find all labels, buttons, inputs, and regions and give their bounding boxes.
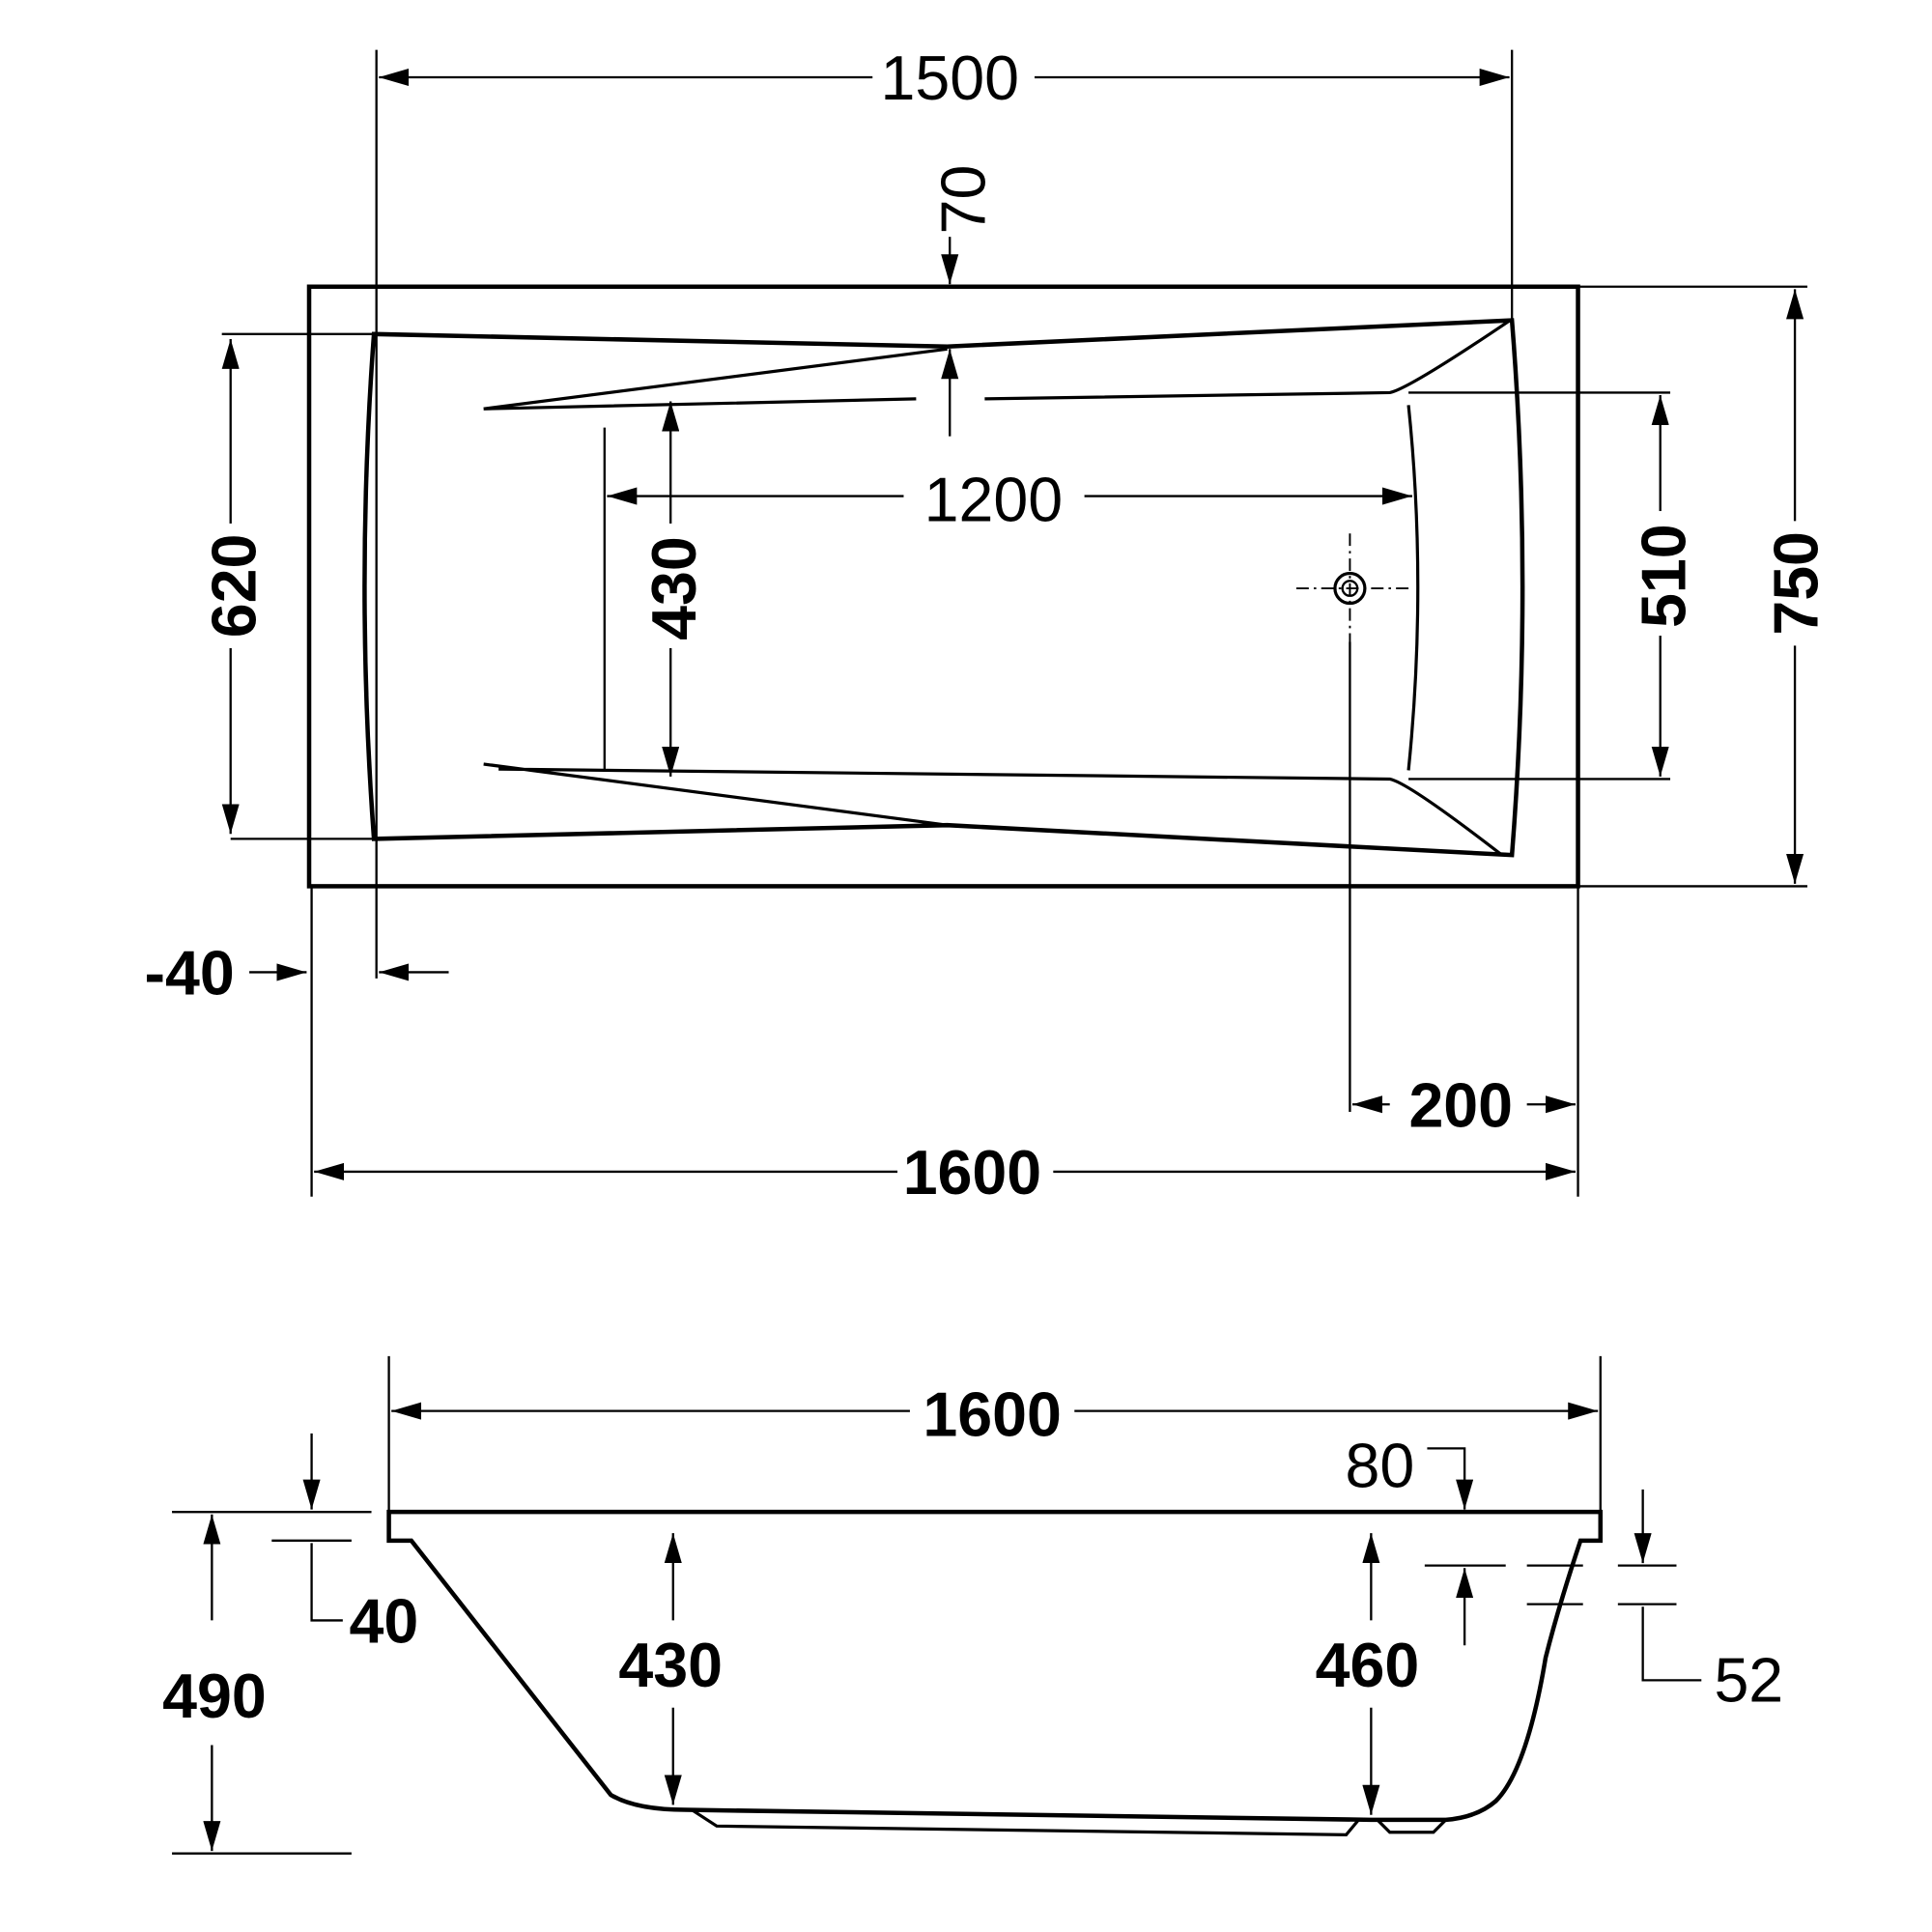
dim-460: 460: [1316, 1631, 1420, 1700]
dim-750: 750: [1761, 531, 1831, 636]
drain: [1295, 533, 1409, 642]
inner-rim-outline: [362, 318, 1525, 858]
dim-80: 80: [1346, 1431, 1415, 1500]
dim-1600-plan: 1600: [903, 1138, 1042, 1208]
basin-outline: [483, 320, 1510, 857]
dim-490: 490: [162, 1662, 267, 1731]
dim-430-plan: 430: [639, 536, 709, 640]
dim-510: 510: [1630, 524, 1699, 628]
side-view: 1600 490 40 430 460 80 52: [162, 1355, 1783, 1855]
dim-430-side: 430: [618, 1631, 723, 1700]
dim-1500: 1500: [880, 43, 1019, 113]
tub-feet: [691, 1808, 1447, 1836]
dim-52: 52: [1714, 1645, 1783, 1715]
dim-1600-side: 1600: [923, 1379, 1062, 1449]
dim-40-side: 40: [350, 1587, 419, 1657]
dim-70: 70: [928, 165, 998, 235]
dim-40-plan: -40: [145, 939, 235, 1009]
dim-620: 620: [200, 534, 270, 639]
dim-1200: 1200: [924, 465, 1064, 534]
tub-profile: [386, 1509, 1604, 1823]
outer-rim-outline: [306, 284, 1580, 889]
dim-200: 200: [1408, 1070, 1513, 1140]
plan-view: 1500 70 620 430 1200 510 750 -40: [145, 43, 1832, 1208]
